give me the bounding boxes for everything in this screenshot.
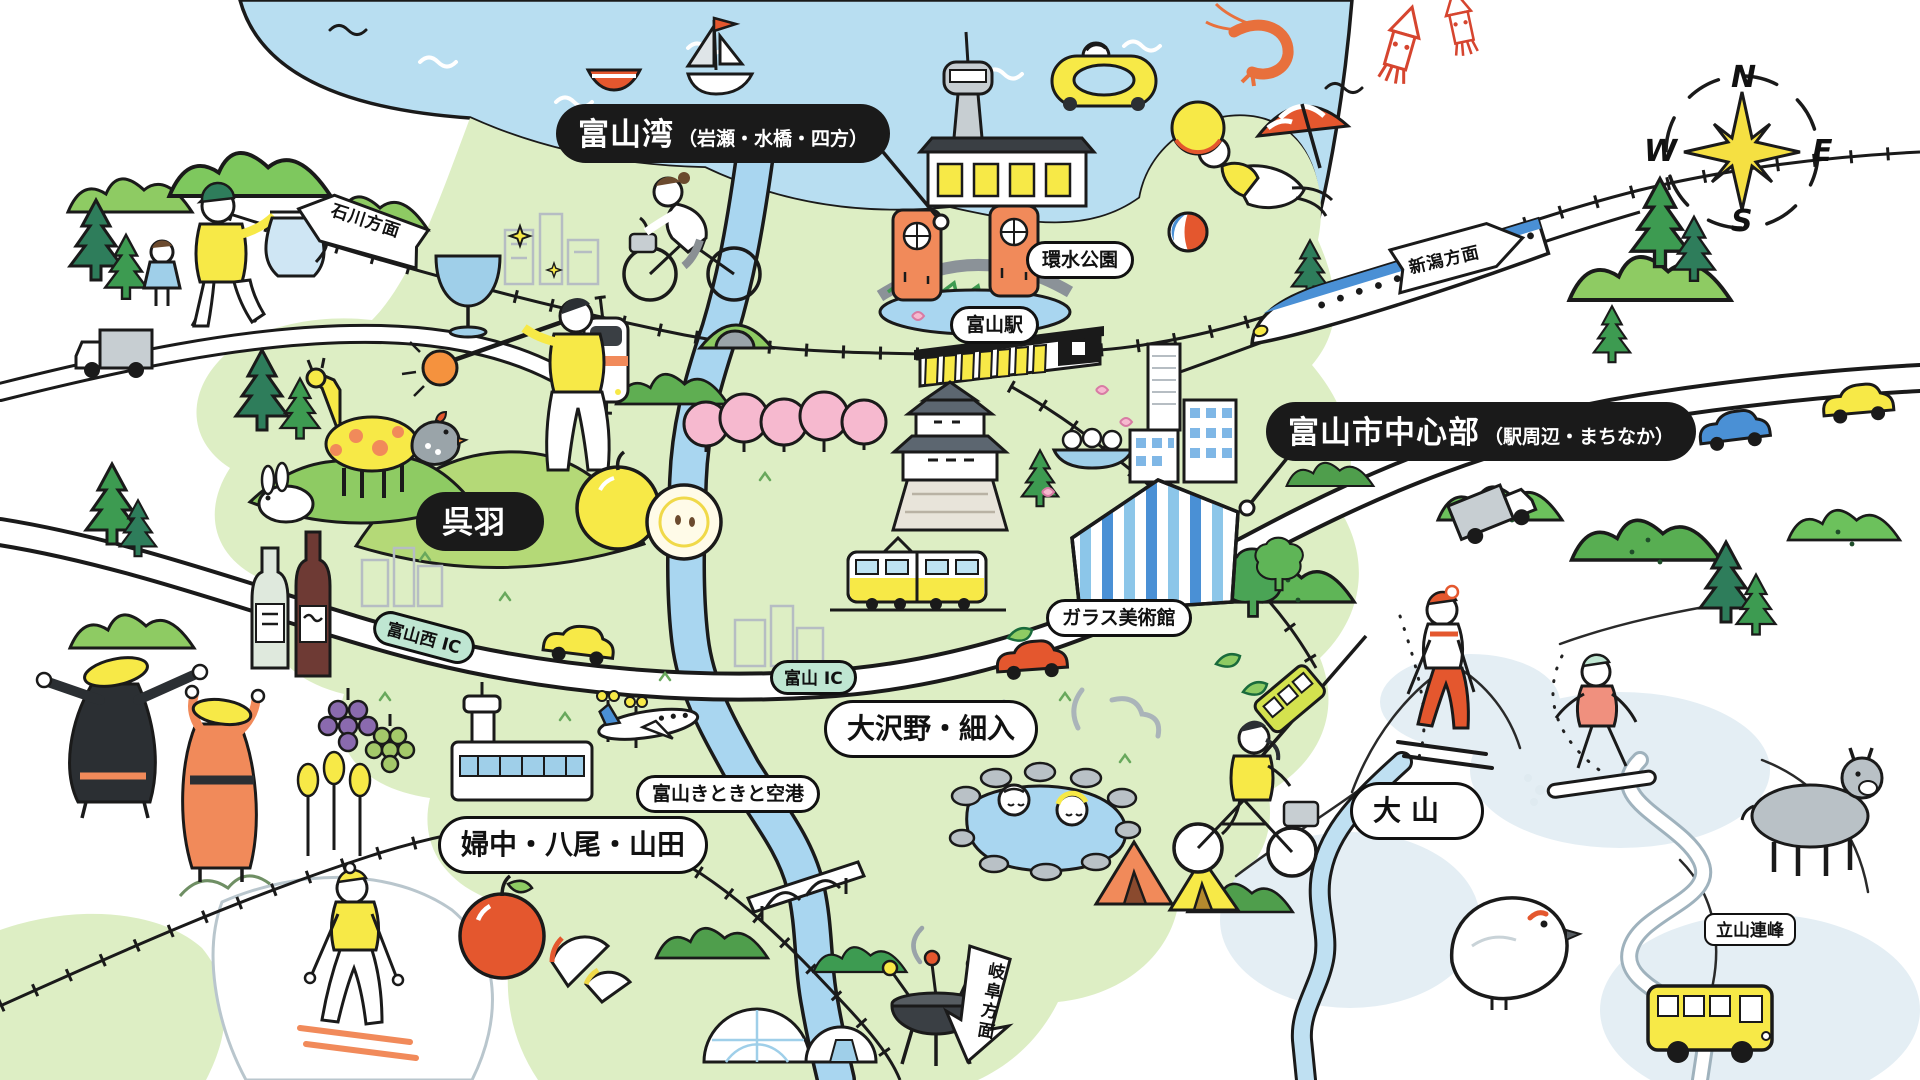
pill-glass-art-museum: ガラス美術館 [1046,599,1192,637]
label-fuchu-yatsuo-yamada[interactable]: 婦中・八尾・山田 [438,816,709,874]
sake-bottles-icon [250,530,332,678]
rowboat-icon [585,68,643,92]
apple-slice-icons [549,935,633,1005]
office-buildings-icon [1128,342,1238,484]
brewery-building-icon [916,136,1098,208]
skier-left-icon [297,861,419,1061]
rabbit-icon [257,461,315,524]
beach-person-icon [1170,100,1334,217]
tram-icon [830,535,1006,612]
serow-icon [1740,747,1884,876]
compass-west: W [1644,134,1678,169]
trike-rider-icon [1172,720,1320,878]
ishikawa-sign-shape [296,193,431,270]
pill-glass-art-museum-text: ガラス美術館 [1062,607,1176,629]
truck-right-icon [1446,483,1538,544]
tents-icon [1093,839,1241,912]
cyclist-icon [622,172,762,302]
toyama-castle-icon [890,380,1010,532]
sailboat-icon [685,16,755,96]
compass-south: S [1731,204,1753,239]
label-toyama-bay[interactable]: 富山湾 （岩瀬・水橋・四方） [556,104,891,163]
pill-kansui-park: 環水公園 [1026,241,1135,279]
bus-icon [1646,984,1774,1063]
onsen-icon [948,687,1162,882]
pill-toyama-ic-text: 富山 IC [784,669,843,689]
hill-dots [1273,509,1855,603]
snow-field [1220,596,1920,1080]
leaf-sprigs [1006,627,1269,696]
red-skier-icon [1396,584,1494,770]
niigata-sign-shape [1387,222,1526,295]
label-fuchu-text: 婦中・八尾・山田 [461,828,686,861]
pill-toyama-station-text: 富山駅 [966,314,1024,336]
chicken-icon [410,410,469,466]
pill-tateyama-text: 立山連峰 [1716,921,1784,941]
label-toyama-bay-main: 富山湾 [578,117,674,153]
label-osawano-text: 大沢野・細入 [847,712,1016,745]
snowboarder-icon [1524,653,1657,806]
pill-toyama-ic: 富山 IC [770,660,857,695]
pill-toyama-airport-text: 富山きときと空港 [652,783,805,805]
float-swimmer-icon [1050,41,1158,111]
label-kureha[interactable]: 呉羽 [416,492,544,551]
label-city-center[interactable]: 富山市中心部 （駅周辺・まちなか） [1266,402,1697,461]
label-toyama-bay-sub: （岩瀬・水橋・四方） [678,128,869,150]
pill-toyama-station: 富山駅 [950,306,1040,344]
car-icons [541,380,1896,680]
sakura-trees-icon [682,311,1134,497]
kureha-pear-icons [575,450,723,561]
sightseeing-boat-icon [1051,427,1135,470]
label-city-center-sub: （駅周辺・まちなか） [1484,426,1675,448]
lantern-poles-icon [296,750,372,856]
label-oyama-text: 大山 [1373,794,1450,827]
beach-umbrella-icon [1254,103,1352,169]
dome-tents-icon [702,1007,878,1064]
apple-icon [458,874,546,980]
tunnel-portal [696,323,776,350]
pill-toyama-airport: 富山きときと空港 [636,775,821,813]
giraffe-icon [305,357,430,498]
glass-goblet-icon [434,225,562,339]
shrimp-icon [1205,2,1294,87]
pill-kansui-park-text: 環水公園 [1042,249,1119,271]
compass-north: N [1731,60,1757,95]
label-kureha-main: 呉羽 [442,505,506,541]
family-icon [142,181,278,328]
label-osawano-hosoiri[interactable]: 大沢野・細入 [824,700,1039,758]
grapes-icon [317,688,416,774]
compass-rose [1664,74,1820,230]
ptarmigan-icon [1450,896,1583,1010]
cablecar-icon [1253,634,1368,758]
airplane-icon [597,702,700,741]
label-leader-lines [881,150,1294,517]
truck-left-icon [74,328,154,378]
pill-tateyama-mountains: 立山連峰 [1704,913,1796,946]
owara-dancers-icon [35,656,266,882]
gifu-sign-shape [943,944,1014,1064]
label-oyama[interactable]: 大山 [1350,782,1485,840]
label-city-center-main: 富山市中心部 [1288,415,1480,451]
squid-icons [1377,0,1479,84]
compass-east: E [1812,134,1833,169]
beach-ball-icon [1167,211,1209,253]
glassblower-icon [401,297,611,472]
arch-bridge-icon [745,860,867,922]
